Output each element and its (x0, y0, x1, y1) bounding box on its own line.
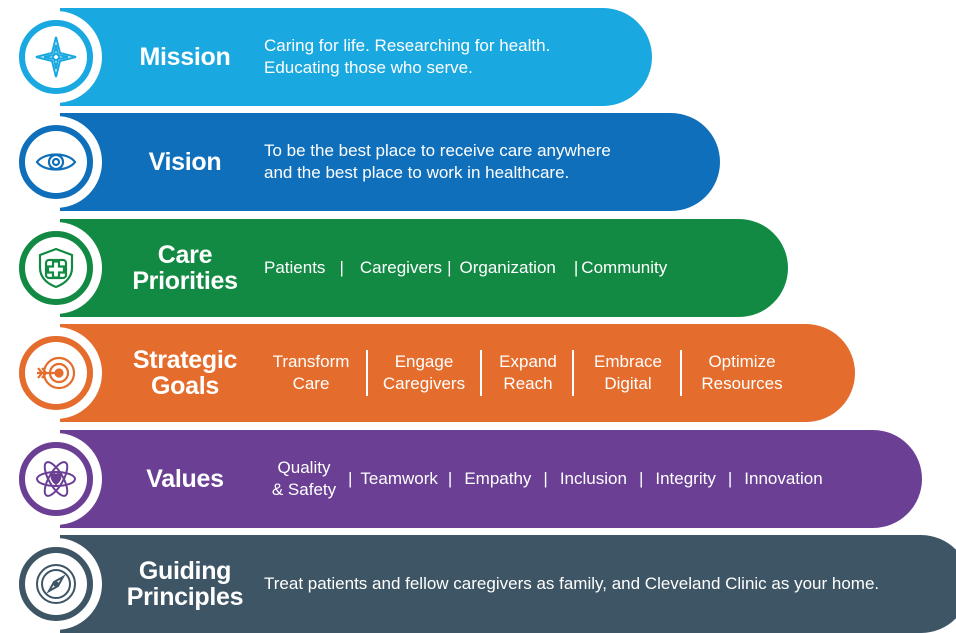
goal-line: Caregivers (382, 374, 466, 393)
vision-title: Vision (115, 113, 255, 211)
values-badge (10, 433, 102, 525)
guiding-principles-bar (60, 535, 956, 633)
strategic-goals-bar (60, 324, 855, 422)
value-item: Innovation (744, 469, 823, 488)
separator: | (638, 469, 644, 488)
separator: | (727, 469, 733, 488)
care-priorities-list: Patients | Caregivers | Organization | C… (264, 219, 667, 317)
guiding-principles-badge (10, 538, 102, 630)
strategic-goal-item: Optimize Resources (692, 351, 792, 395)
strategic-goal-item: Embrace Digital (582, 351, 674, 395)
goal-line: Optimize (708, 352, 776, 371)
row-strategic-goals: Strategic Goals Transform Care Engage Ca… (0, 324, 855, 422)
goal-line: Engage (394, 352, 454, 371)
strategic-goals-title-line: Strategic (132, 346, 238, 374)
guiding-principles-desc-line: Treat patients and fellow caregivers as … (264, 574, 880, 593)
mission-bar (60, 8, 652, 106)
mission-title: Mission (115, 8, 255, 106)
mission-desc-line: Educating those who serve. (264, 58, 473, 77)
strategic-goals-title-line: Goals (151, 372, 219, 400)
separator (680, 350, 682, 396)
mission-title-line: Mission (139, 43, 231, 71)
target-icon (37, 356, 76, 390)
care-priorities-title: Care Priorities (115, 219, 255, 317)
row-guiding-principles: Guiding Principles Treat patients and fe… (0, 535, 956, 633)
guiding-principles-title: Guiding Principles (115, 535, 255, 633)
separator (480, 350, 482, 396)
care-priority-item: Community (581, 258, 668, 277)
separator: | (348, 469, 353, 488)
strategic-goal-item: Engage Caregivers (376, 351, 472, 395)
guiding-principles-title-line: Guiding (138, 557, 232, 585)
eye-icon (35, 153, 77, 171)
mission-badge (10, 11, 102, 103)
mission-desc-line: Caring for life. Researching for health. (264, 36, 551, 55)
row-values: Values Quality & Safety | Teamwork | Emp… (0, 430, 922, 528)
strategic-goals-list: Transform Care Engage Caregivers Expand … (268, 324, 792, 422)
goal-line: Digital (604, 374, 652, 393)
separator: | (573, 258, 579, 277)
values-title-line: Values (146, 465, 224, 493)
care-priorities-title-line: Care (157, 241, 213, 269)
separator (366, 350, 368, 396)
guiding-principles-title-line: Principles (126, 583, 244, 611)
care-priority-item: Organization (459, 258, 556, 277)
vision-bar (60, 113, 720, 211)
care-priority-item: Caregivers (359, 258, 443, 277)
row-mission: Mission Caring for life. Researching for… (0, 8, 652, 106)
goal-line: Embrace (593, 352, 663, 371)
care-priority-item: Patients (264, 258, 326, 277)
compass-icon (36, 564, 76, 604)
strategic-goals-badge (10, 327, 102, 419)
strategic-goal-item: Expand Reach (490, 351, 566, 395)
separator: | (447, 258, 452, 277)
care-priorities-bar (60, 219, 788, 317)
value-item: Integrity (655, 469, 716, 488)
vision-desc-line: To be the best place to receive care any… (264, 141, 611, 160)
guiding-principles-description: Treat patients and fellow caregivers as … (264, 535, 879, 633)
shield-cross-icon (38, 247, 74, 289)
goal-line: Resources (701, 374, 783, 393)
value-item: Quality & Safety (266, 457, 342, 501)
vision-title-line: Vision (148, 148, 222, 176)
values-bar (60, 430, 922, 528)
care-priorities-badge (10, 222, 102, 314)
goal-line: Care (292, 374, 330, 393)
vision-badge (10, 116, 102, 208)
value-line: & Safety (271, 480, 337, 499)
goal-line: Transform (272, 352, 350, 371)
separator: | (447, 469, 453, 488)
vision-desc-line: and the best place to work in healthcare… (264, 163, 570, 182)
strategic-goals-title: Strategic Goals (115, 324, 255, 422)
row-vision: Vision To be the best place to receive c… (0, 113, 720, 211)
compass-star-icon (35, 36, 77, 78)
values-list: Quality & Safety | Teamwork | Empathy | … (266, 430, 823, 528)
value-item: Teamwork (360, 469, 438, 488)
atom-heart-icon (36, 461, 76, 497)
strategic-goal-item: Transform Care (268, 351, 354, 395)
goal-line: Reach (503, 374, 553, 393)
vision-description: To be the best place to receive care any… (264, 113, 611, 211)
value-item: Inclusion (559, 469, 627, 488)
separator: | (543, 469, 548, 488)
values-title: Values (115, 430, 255, 528)
care-priorities-title-line: Priorities (132, 267, 238, 295)
separator: | (339, 258, 344, 277)
mission-description: Caring for life. Researching for health.… (264, 8, 550, 106)
value-line: Quality (277, 458, 331, 477)
separator (572, 350, 574, 396)
goal-line: Expand (499, 352, 557, 371)
row-care-priorities: Care Priorities Patients | Caregivers | … (0, 219, 788, 317)
value-item: Empathy (464, 469, 532, 488)
